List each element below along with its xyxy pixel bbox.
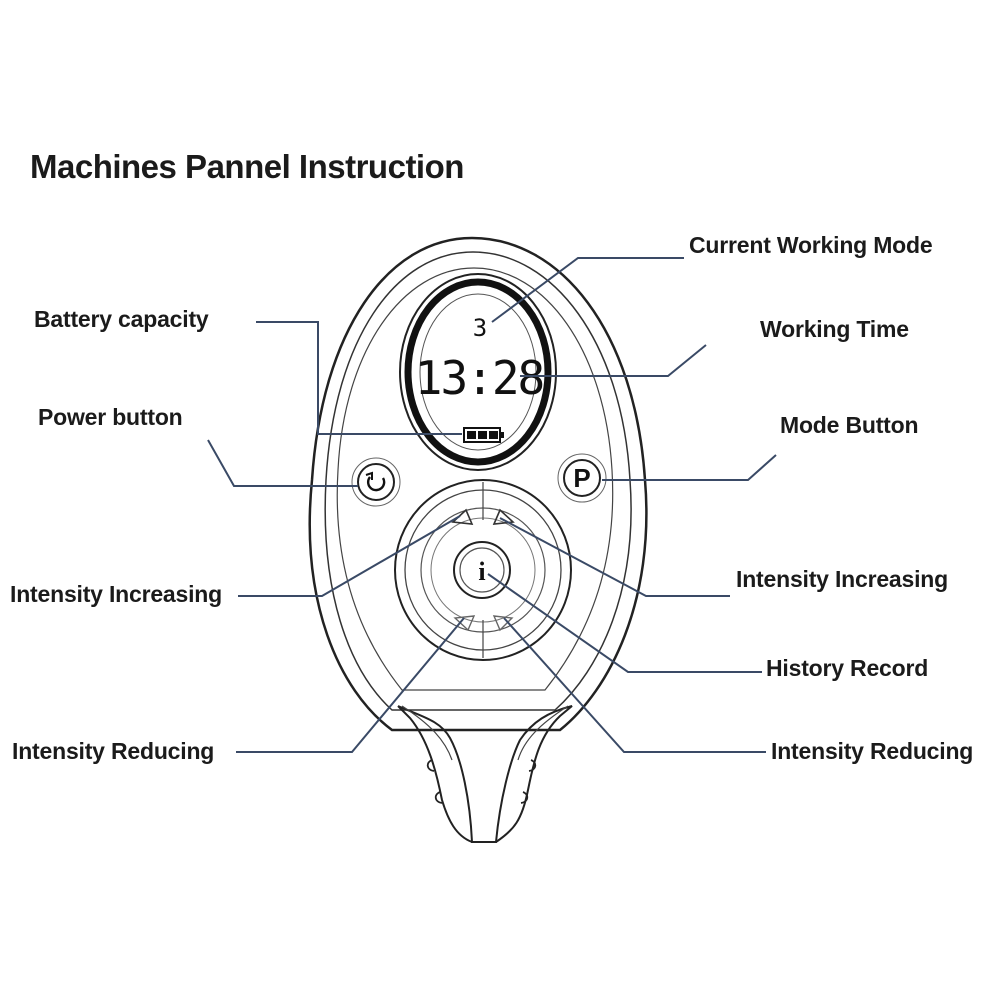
decrease-right-icon[interactable] xyxy=(492,615,514,632)
leader-inc-right xyxy=(499,517,730,597)
leader-history xyxy=(487,573,762,673)
label-working-time: Working Time xyxy=(760,316,909,342)
display-screen xyxy=(404,278,552,466)
device-tail xyxy=(397,705,573,843)
leader-battery xyxy=(256,321,462,435)
label-current-working-mode: Current Working Mode xyxy=(689,232,933,258)
display-outer-ring xyxy=(399,273,557,471)
mode-button[interactable]: P xyxy=(557,453,607,503)
device-outer-shell xyxy=(308,236,648,732)
power-button[interactable] xyxy=(351,457,401,507)
label-mode-button: Mode Button xyxy=(780,412,919,438)
leader-power xyxy=(207,439,358,487)
leader-red-right xyxy=(503,617,766,753)
battery-icon xyxy=(463,427,504,443)
leader-lines xyxy=(207,257,777,753)
label-intensity-increasing-right: Intensity Increasing xyxy=(736,566,949,592)
info-icon: i xyxy=(478,557,485,586)
leader-mode-button xyxy=(602,454,777,481)
page-title: Machines Pannel Instruction xyxy=(30,148,464,185)
label-intensity-increasing-left: Intensity Increasing xyxy=(10,581,223,607)
display-mode-number: 3 xyxy=(473,314,487,342)
leader-working-time xyxy=(520,344,707,377)
device-inner-shell xyxy=(324,251,632,711)
leader-current-mode xyxy=(491,257,684,323)
decrease-left-icon[interactable] xyxy=(453,615,476,632)
increase-right-icon[interactable] xyxy=(492,508,515,525)
control-ring-outer xyxy=(394,479,572,661)
power-icon xyxy=(365,471,386,492)
history-record-button[interactable]: i xyxy=(453,541,511,599)
label-intensity-reducing-left: Intensity Reducing xyxy=(12,738,215,764)
label-power-button: Power button xyxy=(38,404,183,430)
label-history-record: History Record xyxy=(766,655,929,681)
leader-inc-left xyxy=(238,515,461,597)
mode-button-glyph: P xyxy=(573,463,590,493)
label-intensity-reducing-right: Intensity Reducing xyxy=(771,738,974,764)
display-working-time: 13:28 xyxy=(415,351,543,405)
device-face-plate xyxy=(336,267,614,691)
label-battery-capacity: Battery capacity xyxy=(34,306,209,332)
leader-red-left xyxy=(236,617,465,753)
